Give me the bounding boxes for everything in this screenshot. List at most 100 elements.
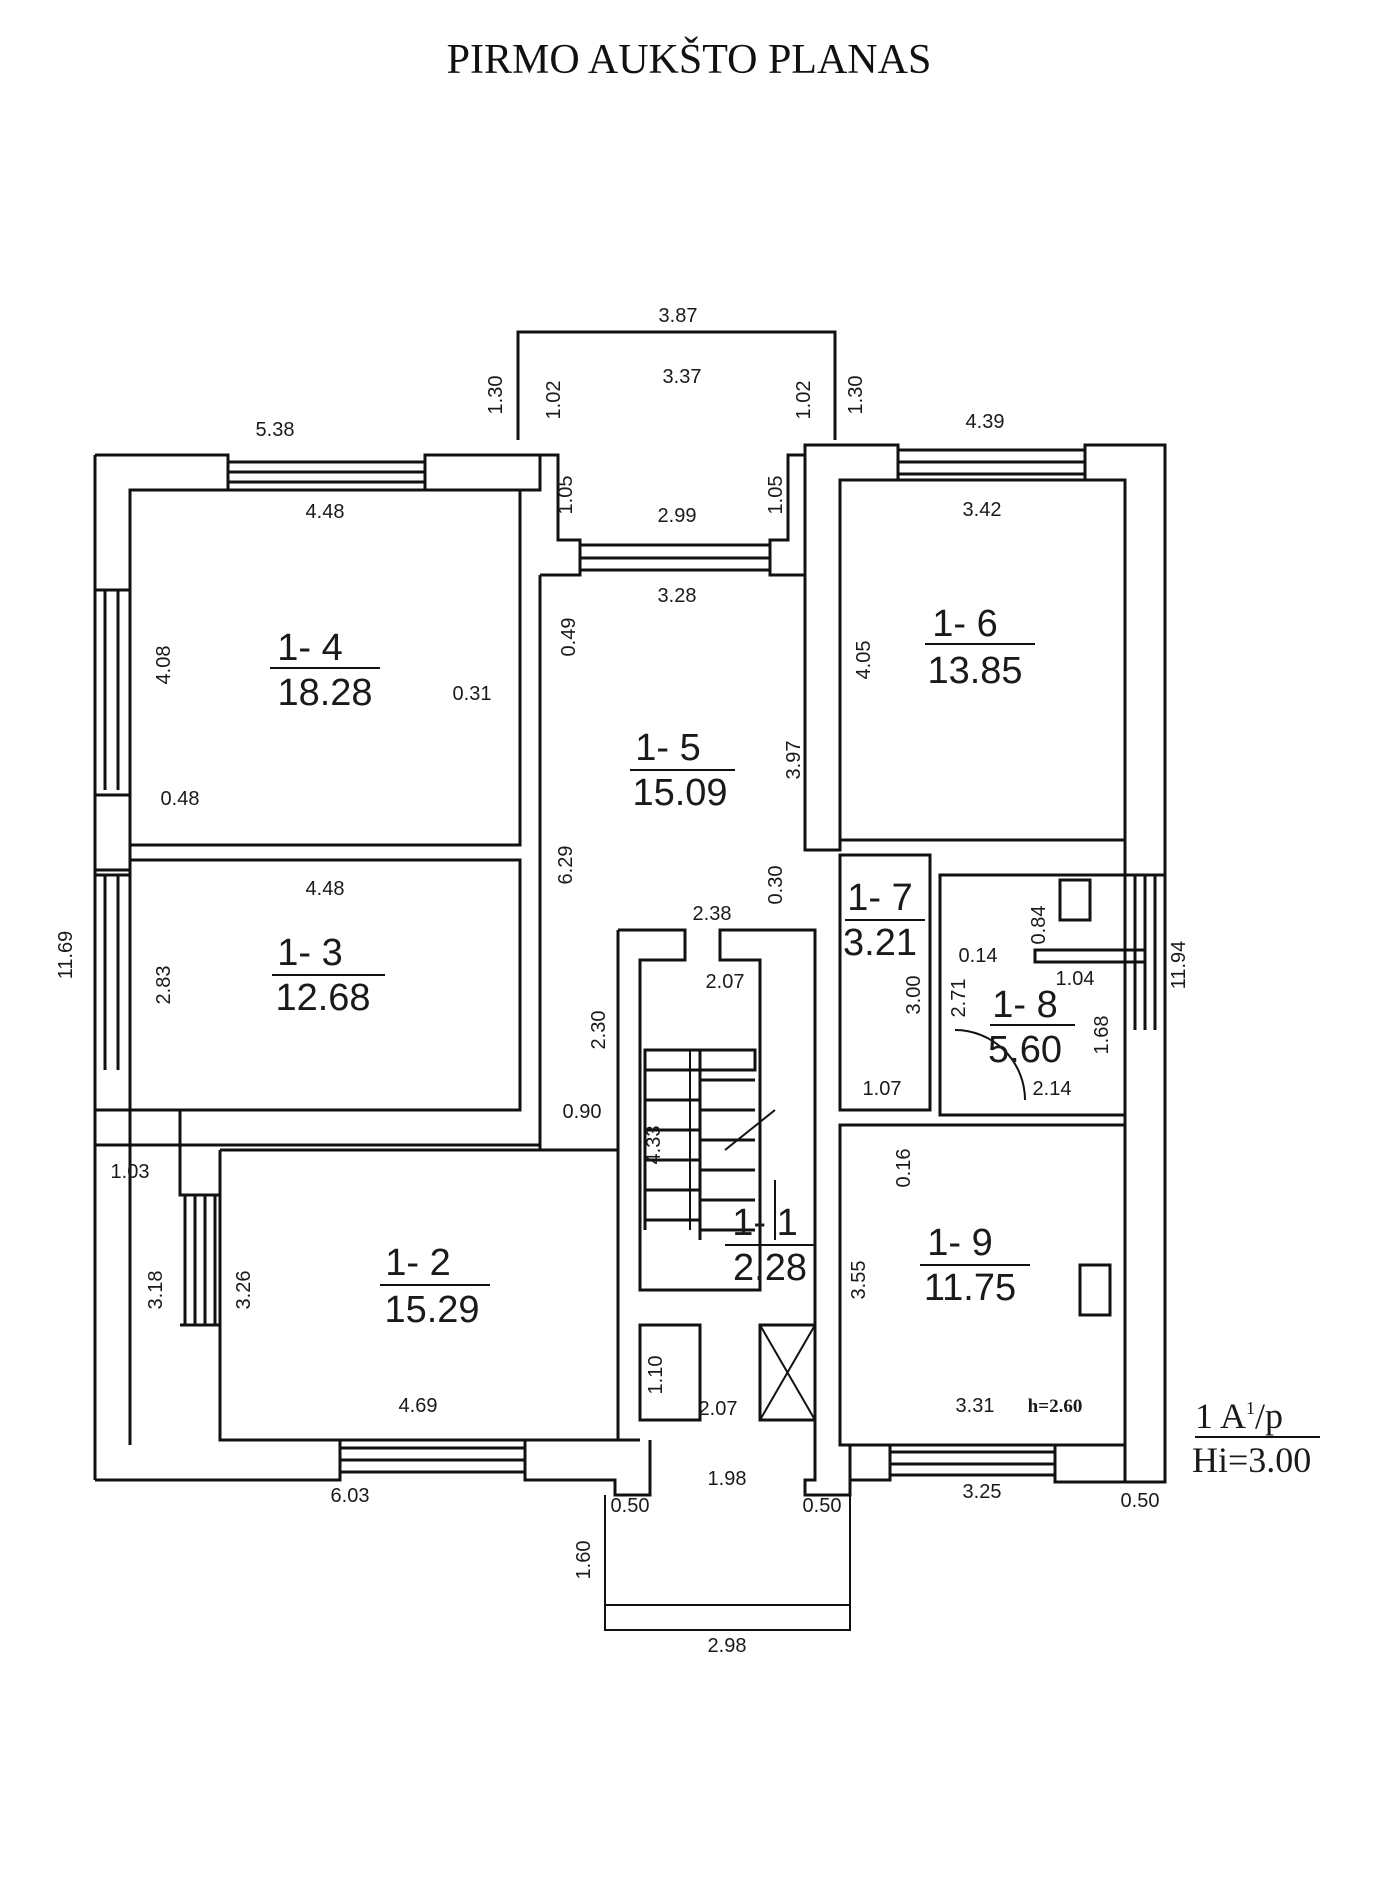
dim-balcony-right-inner: 1.02	[793, 381, 815, 420]
dim-hall-397: 3.97	[783, 741, 805, 780]
dim-balcony-left-inner: 1.02	[543, 381, 565, 420]
room-area-1-5: 15.09	[632, 772, 727, 814]
dim-wall-031: 0.31	[453, 683, 492, 705]
wall-1-8-partition	[1033, 948, 1147, 964]
dim-notch-left: 1.05	[555, 476, 577, 515]
dim-bottom-right: 3.25	[963, 1481, 1002, 1503]
dim-r16-height: 4.05	[853, 641, 875, 680]
wall-1-4-right	[518, 490, 542, 1150]
dim-balcony-right-outer: 1.30	[845, 376, 867, 415]
dim-porch-width: 2.98	[708, 1635, 747, 1657]
room-area-1-7: 3.21	[843, 922, 917, 964]
stair-steps	[643, 1050, 755, 1240]
room-1-7	[838, 853, 932, 1112]
room-id-1-4: 1- 4	[277, 627, 342, 669]
room-id-1-8: 1- 8	[992, 984, 1057, 1026]
window-1-2-left	[183, 1195, 217, 1325]
elevator-cross	[759, 1324, 816, 1421]
dim-right-overall: 11.94	[1168, 941, 1190, 990]
dim-balcony-outer: 3.87	[659, 305, 698, 327]
dim-wall-048: 0.48	[161, 788, 200, 810]
dim-hall-230: 2.30	[588, 1011, 610, 1050]
dim-r13-width: 4.48	[306, 878, 345, 900]
room-id-1-2: 1- 2	[385, 1242, 450, 1284]
room-1-9	[838, 1123, 1127, 1447]
dim-hall-window: 2.99	[658, 505, 697, 527]
legend: 1 A1/p Hi=3.00	[1192, 1396, 1311, 1480]
room-1-2-left	[95, 1143, 342, 1482]
dim-top-left: 5.38	[256, 419, 295, 441]
dim-notch-right: 1.05	[765, 476, 787, 515]
legend-line2: Hi=3.00	[1192, 1440, 1311, 1480]
dim-r19-355: 3.55	[848, 1261, 870, 1300]
dim-wall-016: 0.16	[893, 1149, 915, 1188]
dim-r17-height: 3.00	[903, 976, 925, 1015]
dim-hall-090: 0.90	[563, 1101, 602, 1123]
window-top-right	[898, 448, 1085, 476]
notch-right	[768, 453, 805, 577]
dim-wall-014: 0.14	[959, 945, 998, 967]
dim-entry-050-left: 0.50	[611, 1495, 650, 1517]
room-1-8	[938, 873, 1127, 1117]
entry	[523, 1440, 852, 1497]
room-area-1-2: 15.29	[384, 1289, 479, 1331]
plan-title: PIRMO AUKŠTO PLANAS	[446, 37, 932, 83]
dim-stair-433: 4.33	[643, 1126, 665, 1165]
room-area-1-4: 18.28	[277, 672, 372, 714]
room-area-1-8: 5.60	[988, 1029, 1062, 1071]
elevator	[758, 1323, 817, 1422]
dim-stair-inner: 2.07	[706, 971, 745, 993]
dim-overall-height: 11.69	[55, 931, 77, 980]
dim-entry-050-right: 0.50	[803, 1495, 842, 1517]
dim-lower-stair: 2.07	[699, 1398, 738, 1420]
window-hall	[580, 543, 770, 572]
dim-r14-height: 4.08	[153, 646, 175, 685]
room-id-1-3: 1- 3	[277, 932, 342, 974]
porch	[604, 1495, 851, 1631]
toilet	[1058, 878, 1092, 922]
dim-top-right: 4.39	[966, 411, 1005, 433]
dim-r18-height: 2.71	[948, 979, 970, 1018]
room-area-1-1: 2.28	[733, 1247, 807, 1289]
window-top-left	[228, 460, 425, 484]
dim-r18-214: 2.14	[1033, 1078, 1072, 1100]
dim-right-050: 0.50	[1121, 1490, 1160, 1512]
dim-r19-width: 3.31	[956, 1395, 995, 1417]
notch-left	[540, 453, 582, 577]
lower-stair	[638, 1323, 702, 1422]
window-bottom-right	[890, 1450, 1055, 1477]
dim-r16-width: 3.42	[963, 499, 1002, 521]
dim-r14-width: 4.48	[306, 501, 345, 523]
dim-hall-049: 0.49	[558, 618, 580, 657]
window-left	[95, 588, 130, 1070]
dim-porch-depth: 1.60	[573, 1541, 595, 1580]
legend-line1: 1 A1/p	[1195, 1396, 1283, 1436]
door-arc-1-8	[954, 1029, 1026, 1101]
room-id-1-9: 1- 9	[927, 1222, 992, 1264]
room-id-1-6: 1- 6	[932, 603, 997, 645]
dim-hall-width: 3.28	[658, 585, 697, 607]
dim-r17-width: 1.07	[863, 1078, 902, 1100]
outer-wall-left	[93, 455, 132, 1480]
dim-stair-110: 1.10	[645, 1356, 667, 1395]
room-area-1-9: 11.75	[924, 1267, 1016, 1309]
stair-arrow	[689, 1050, 776, 1240]
dim-r12-326: 3.26	[233, 1271, 255, 1310]
dim-r13-height: 2.83	[153, 966, 175, 1005]
room-1-2	[95, 1108, 618, 1442]
window-bottom-left	[340, 1446, 525, 1474]
wall-1-4-1-3	[95, 793, 132, 872]
dim-bottom-left: 6.03	[331, 1485, 370, 1507]
room-id-1-7: 1- 7	[847, 877, 912, 919]
room-1-3	[128, 858, 522, 1112]
top-right	[803, 443, 900, 852]
dim-r18-084: 0.84	[1028, 906, 1050, 945]
dim-r12-318: 3.18	[145, 1271, 167, 1310]
dim-hall-030: 0.30	[765, 866, 787, 905]
dim-r18-width: 1.04	[1056, 968, 1095, 990]
room-1-6	[838, 478, 1127, 842]
balcony	[516, 330, 837, 440]
dim-r12-width: 4.69	[399, 1395, 438, 1417]
room-id-1-1: 1- 1	[732, 1202, 797, 1244]
